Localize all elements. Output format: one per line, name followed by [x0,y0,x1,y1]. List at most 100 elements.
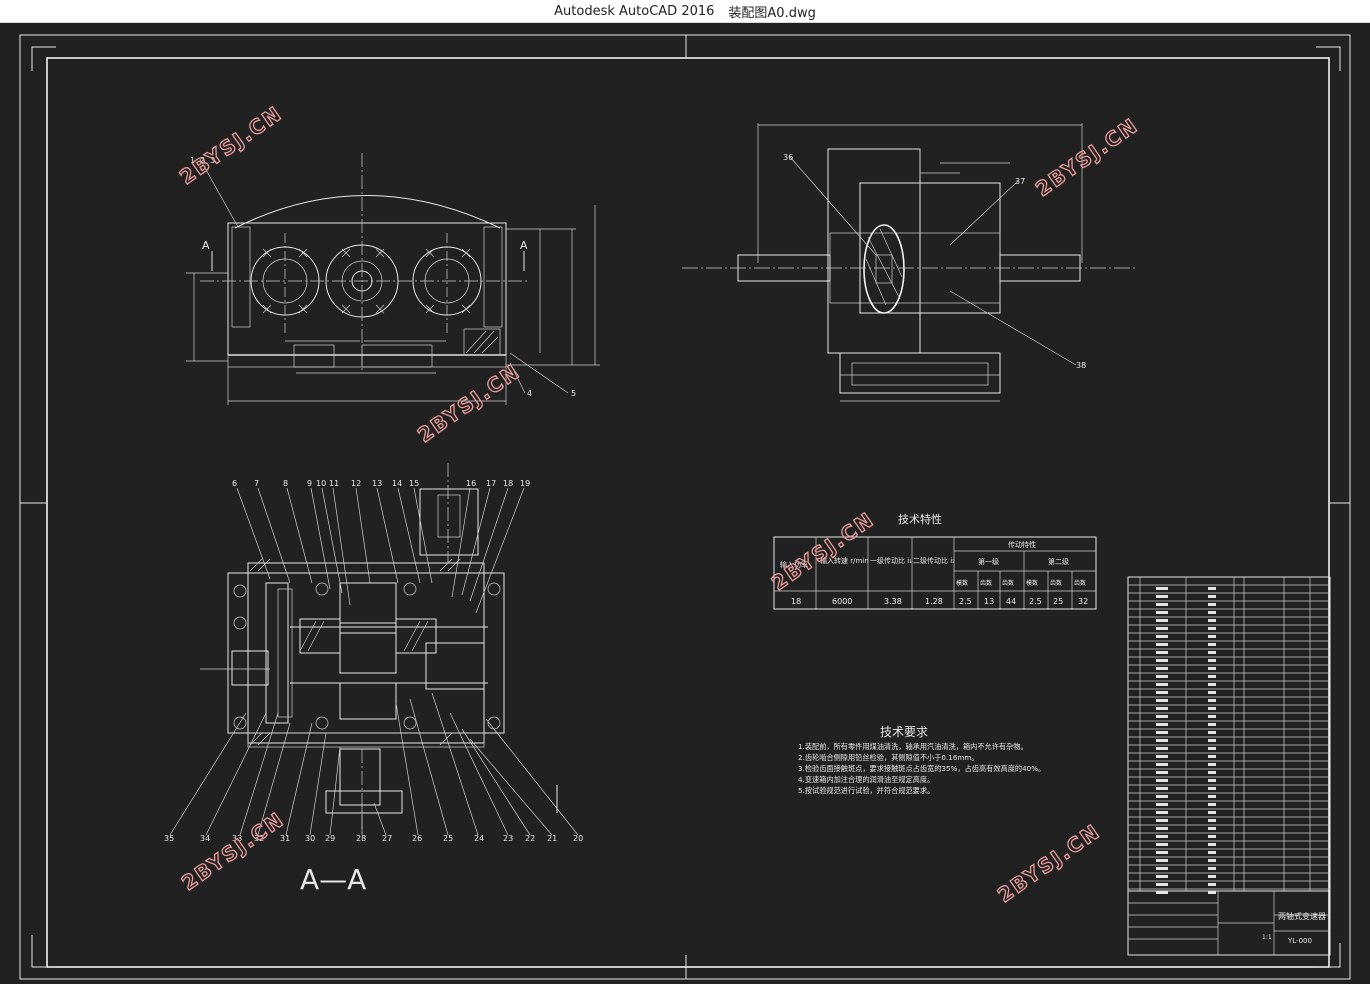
parts-list-entry [1156,883,1168,886]
parts-list-entry [1208,675,1216,678]
parts-list-entry [1208,659,1216,662]
hdr-stage1: 第一级 [978,557,999,566]
parts-list-entry [1156,771,1168,774]
part-label-10: 10 [316,479,326,488]
part-label-26: 26 [412,834,422,843]
parts-list-entry [1208,635,1216,638]
hdr-teeth-1a: 齿数 [980,579,992,587]
part-label-16: 16 [466,479,476,488]
side-label-36: 36 [783,153,793,162]
parts-list-entry [1208,619,1216,622]
parts-list-entry [1208,731,1216,734]
val-module-2: 2.5 [1029,597,1042,606]
parts-list-entry [1156,835,1168,838]
parts-list-entry [1208,819,1216,822]
watermark-2: 2BYSJ.CN [1031,113,1143,201]
parts-list-entry [1208,891,1216,894]
section-mark-right: A [520,239,528,252]
drawing-name: 两轴式变速器 [1278,911,1326,921]
val-teeth-2a: 25 [1053,597,1063,606]
val-module-1: 2.5 [959,597,972,606]
hdr-teeth-2b: 齿数 [1074,579,1086,587]
drawing-canvas[interactable]: 1 2 3 4 5 A A [0,23,1370,984]
parts-list-entry [1156,699,1168,702]
parts-list-entry [1156,707,1168,710]
parts-list-entry [1156,603,1168,606]
parts-list-entry [1208,603,1216,606]
part-label-11: 11 [329,479,339,488]
part-label-14: 14 [392,479,402,488]
parts-list-entry [1156,643,1168,646]
watermark-3: 2BYSJ.CN [413,359,525,447]
part-label-17: 17 [486,479,496,488]
title-bar: Autodesk AutoCAD 2016 装配图A0.dwg [0,0,1370,23]
parts-list-entry [1208,611,1216,614]
parts-list-entry [1208,651,1216,654]
tech-requirements: 技术要求 1.装配前，所有零件用煤油清洗，轴承用汽油清洗，箱内不允许有杂物。 2… [798,725,1045,795]
section-title: A—A [300,863,366,896]
parts-list-entry [1156,619,1168,622]
part-label-7: 7 [254,479,259,488]
front-label-3: 3 [210,156,215,165]
parts-list-entry [1156,683,1168,686]
parts-list-entry [1156,851,1168,854]
front-label-5: 5 [571,389,576,398]
tech-req-item-4: 4.变速箱内加注合理的润滑油至规定高度。 [798,775,934,784]
parts-list-entry [1156,715,1168,718]
hdr-module-1: 模数 [956,579,968,587]
parts-list-entry [1208,699,1216,702]
part-label-35: 35 [164,834,174,843]
tech-spec-table: 技术特性 输入功率 输入转速 r/min 一级传动比 i₁ 二级传动比 i₂ 传… [773,512,1097,610]
parts-list-entry [1208,587,1216,590]
cad-drawing[interactable]: 1 2 3 4 5 A A [0,23,1370,984]
parts-list-entry [1156,651,1168,654]
val-teeth-2b: 32 [1078,597,1088,606]
parts-list-entry [1156,763,1168,766]
parts-list-entry [1208,883,1216,886]
parts-list-entry [1208,851,1216,854]
front-label-1: 1 [190,156,195,165]
parts-list-entry [1156,811,1168,814]
parts-list-entry [1156,795,1168,798]
val-input-power: 18 [791,597,801,606]
front-label-2: 2 [200,156,205,165]
parts-list-entry [1156,691,1168,694]
val-input-speed: 6000 [832,597,852,606]
parts-list-entry [1156,803,1168,806]
drawing-scale: 1:1 [1262,934,1272,941]
drawing-number: YL-000 [1287,937,1312,945]
parts-list-entry [1156,659,1168,662]
part-label-18: 18 [503,479,513,488]
parts-list-entry [1156,827,1168,830]
part-label-28: 28 [356,834,366,843]
title-block: 两轴式变速器 YL-000 1:1 [1127,890,1331,956]
part-label-27: 27 [382,834,392,843]
parts-list-entry [1156,723,1168,726]
parts-list-entry [1208,787,1216,790]
tech-spec-title: 技术特性 [898,512,942,526]
parts-list-entry [1208,827,1216,830]
hdr-stage2: 第二级 [1048,557,1069,566]
hdr-input-speed: 输入转速 r/min [820,556,869,565]
tech-req-item-2: 2.齿轮啮合侧隙用铅丝检验，其侧隙值不小于0.16mm。 [798,753,979,762]
part-label-19: 19 [520,479,530,488]
watermark-1: 2BYSJ.CN [175,101,287,189]
part-label-23: 23 [503,834,513,843]
part-label-15: 15 [409,479,419,488]
hdr-transmission: 传动特性 [1008,540,1036,549]
parts-list-entry [1208,643,1216,646]
part-label-31: 31 [280,834,290,843]
parts-list-entry [1156,875,1168,878]
parts-list-entry [1156,667,1168,670]
part-label-21: 21 [547,834,557,843]
val-ratio1: 3.38 [884,597,902,606]
section-view [169,463,579,836]
parts-list-entry [1208,691,1216,694]
parts-list-entry [1156,787,1168,790]
parts-list-entry [1156,731,1168,734]
part-label-25: 25 [443,834,453,843]
hdr-ratio1: 一级传动比 i₁ [870,556,912,565]
side-view: 36 37 38 [682,123,1136,402]
parts-list-entry [1208,723,1216,726]
watermark-5: 2BYSJ.CN [177,807,289,895]
